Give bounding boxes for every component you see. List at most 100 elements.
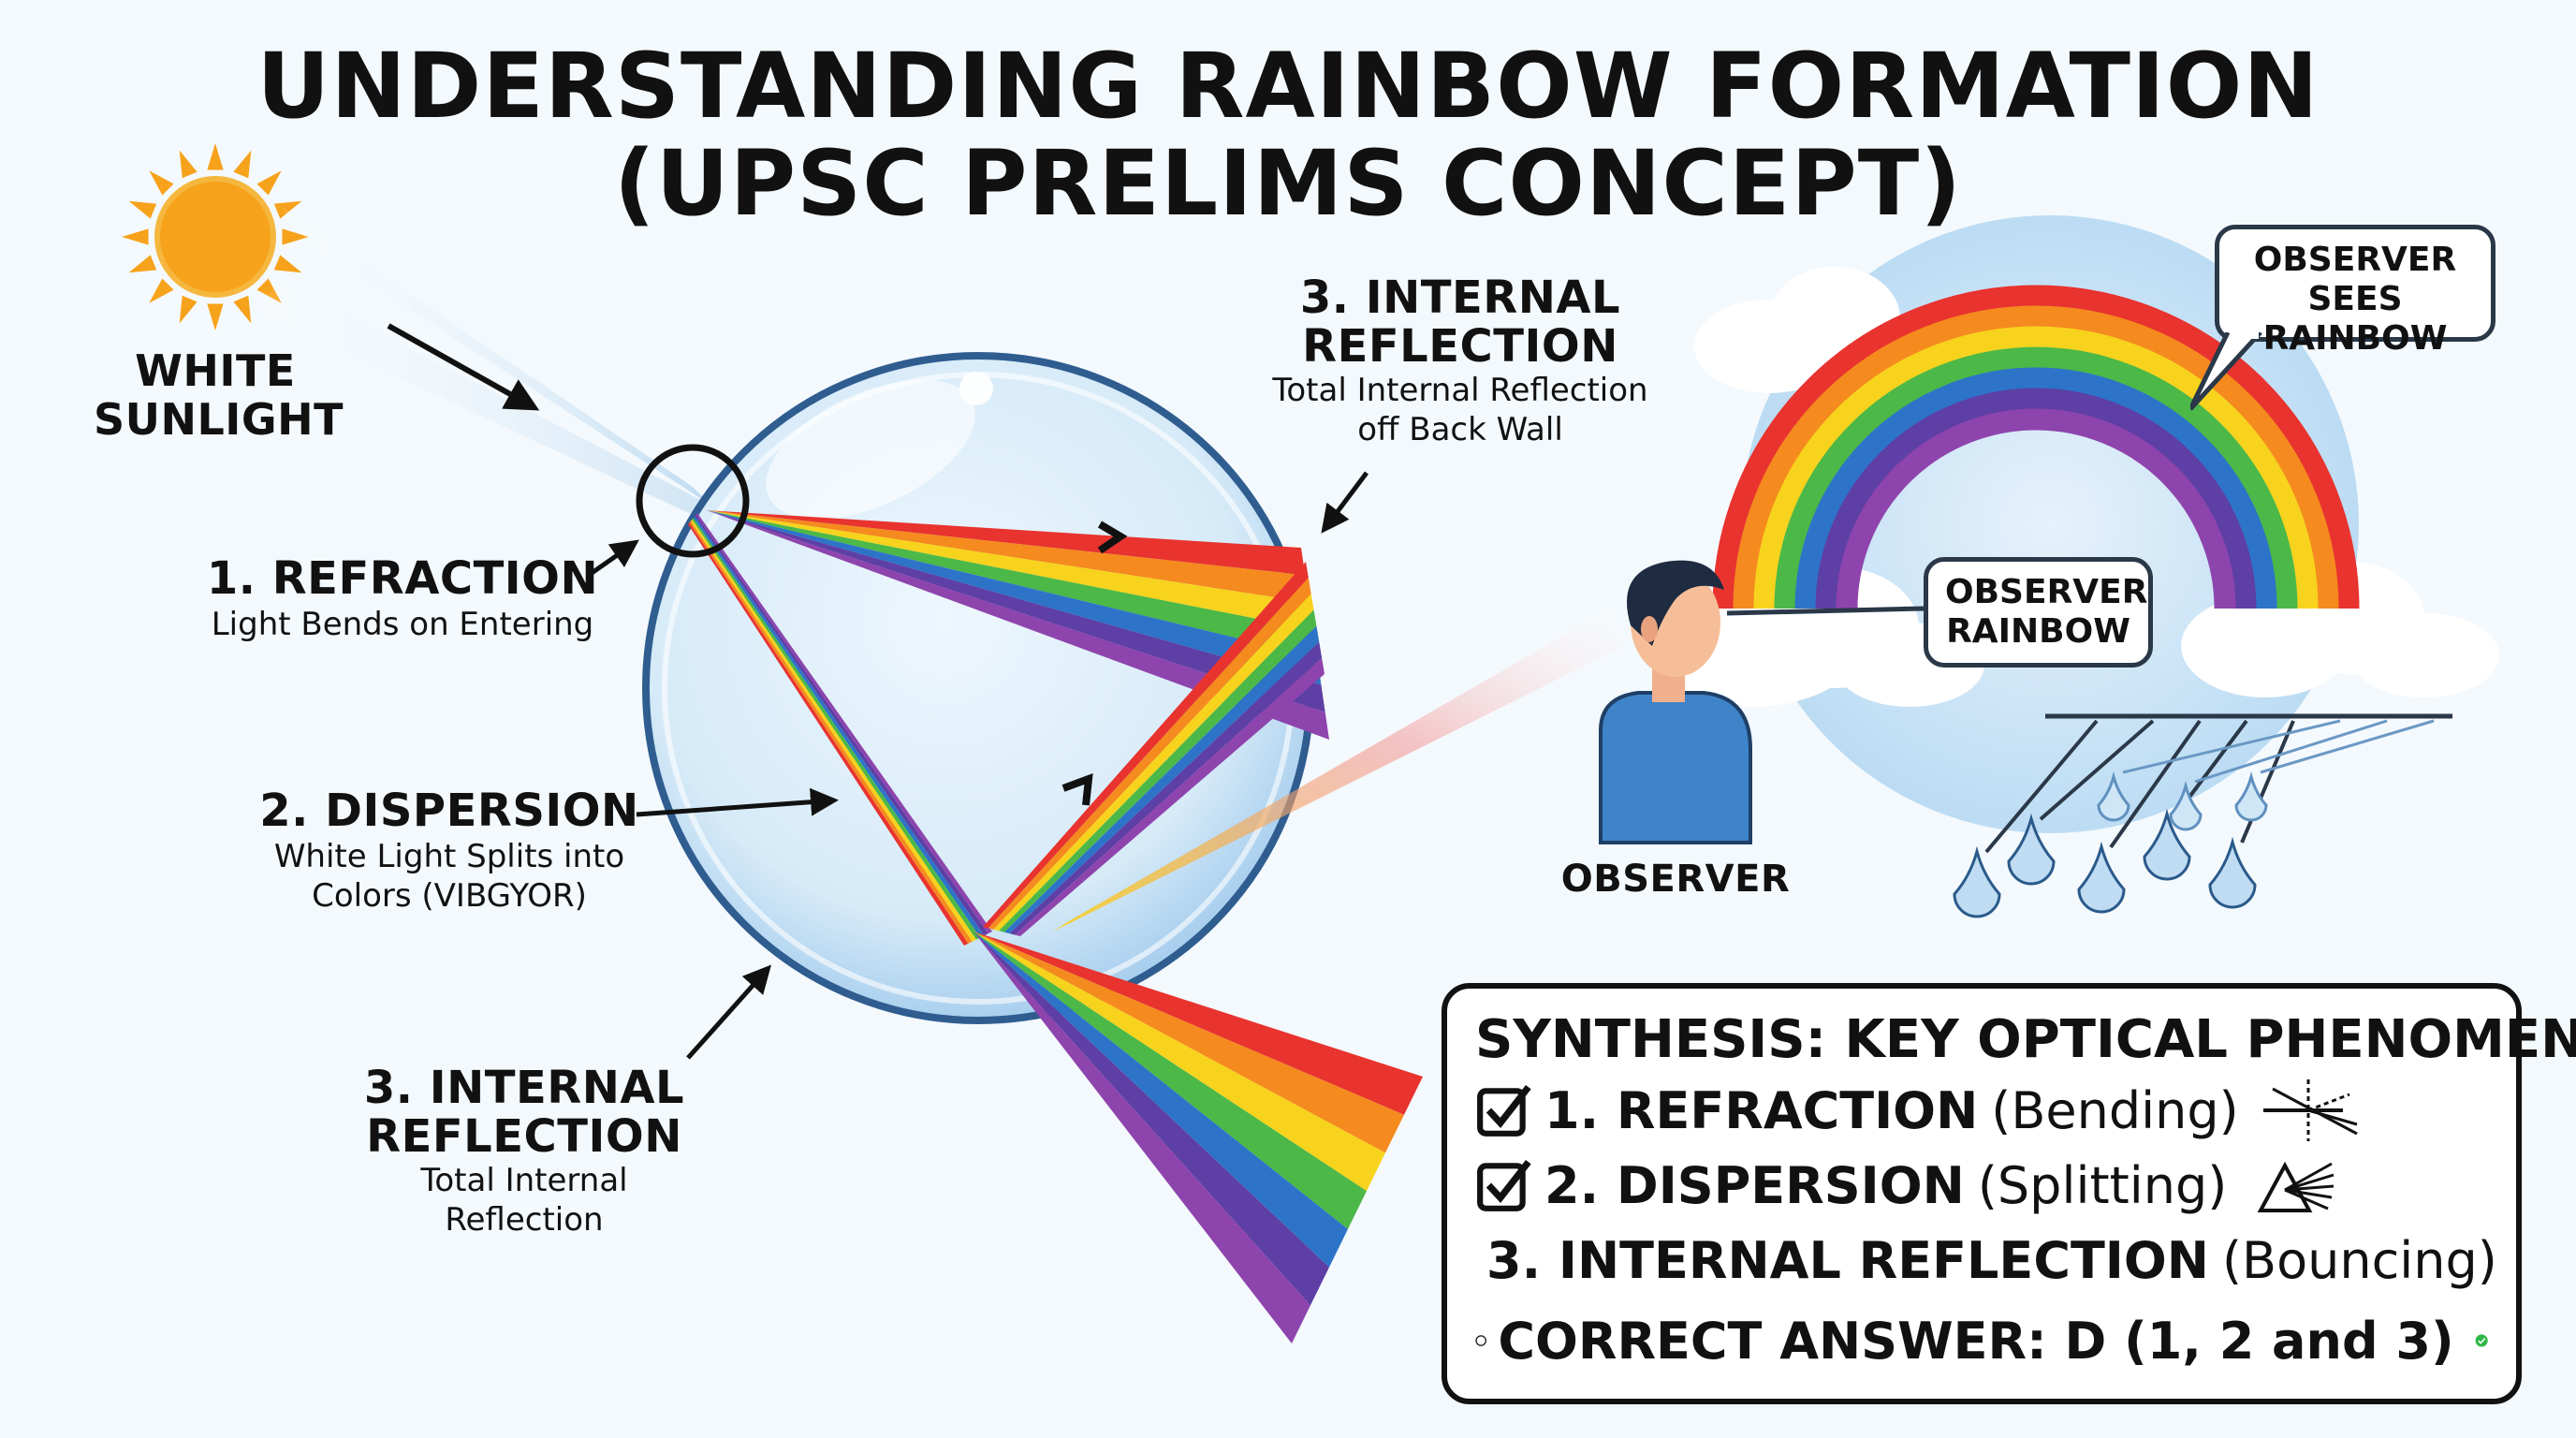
- rain-drop: [2143, 808, 2191, 881]
- refraction-arrow: [586, 539, 639, 579]
- rain-drop: [2097, 770, 2130, 822]
- direction-arrow-2: [1061, 773, 1093, 806]
- rain-drop: [1953, 845, 2001, 918]
- rainbow-band: [1733, 305, 2339, 609]
- speech-bubble-top-tail: [2190, 332, 2262, 411]
- page-title: UNDERSTANDING RAINBOW FORMATION (UPSC PR…: [0, 37, 2576, 232]
- sun-ray: [128, 200, 157, 219]
- radio-circle-icon: [1475, 1335, 1486, 1346]
- internal-reflection-arrow-bottom: [686, 964, 772, 1060]
- internal-reflection-label-top: 3. INTERNAL REFLECTION Total Internal Re…: [1272, 271, 1648, 448]
- sun-ray: [207, 143, 224, 170]
- checkbox-checked-icon: [1477, 1159, 1531, 1211]
- rain-streak: [2039, 719, 2155, 821]
- direction-arrow-1: [1097, 521, 1128, 554]
- sun-ray: [179, 150, 198, 179]
- dispersion-arrow: [636, 787, 839, 817]
- spectrum-band: [695, 513, 992, 934]
- spectrum-band: [1015, 657, 1325, 936]
- synthesis-item-dispersion: 2. DISPERSION (Splitting): [1475, 1148, 2488, 1223]
- internal-reflection-arrow-top: [1321, 471, 1368, 534]
- light-spectrum-paths: [688, 510, 1423, 1343]
- spectrum-band: [690, 519, 976, 942]
- sunlight-label: WHITE SUNLIGHT: [94, 345, 344, 445]
- rainbow-band: [1712, 285, 2360, 609]
- sun-ray: [149, 170, 174, 196]
- observer-label: OBSERVER: [1560, 858, 1791, 901]
- sun-ray: [273, 255, 302, 273]
- spectrum-band: [988, 578, 1311, 930]
- rainbow-band: [1815, 388, 2257, 609]
- spectrum-band: [707, 510, 1322, 685]
- rainbow-band: [1774, 346, 2298, 609]
- checkbox-checked-icon: [1477, 1084, 1531, 1137]
- rainbow-band: [1794, 367, 2277, 609]
- sun-ray: [256, 170, 282, 196]
- rain-drop: [2077, 841, 2126, 914]
- observer-sightline: [1726, 606, 1925, 616]
- rain-drop: [2208, 836, 2257, 909]
- spectrum-band: [707, 510, 1313, 630]
- sun-ray: [128, 255, 157, 273]
- dispersion-icon: [2258, 1161, 2334, 1212]
- correct-answer-row: CORRECT ANSWER: D (1, 2 and 3): [1475, 1298, 2488, 1384]
- rainbow-arcs: [1712, 285, 2360, 609]
- sun-icon: [122, 143, 309, 330]
- rain-drop: [2007, 813, 2056, 886]
- title-line-1: UNDERSTANDING RAINBOW FORMATION: [256, 34, 2320, 139]
- spectrum-band: [973, 932, 1348, 1268]
- rain-streak: [2194, 719, 2388, 784]
- spectrum-band: [973, 932, 1367, 1229]
- synthesis-item-refraction: 1. REFRACTION (Bending): [1475, 1073, 2488, 1148]
- rainbow-band: [1836, 408, 2236, 609]
- sun-ray: [282, 228, 309, 245]
- spectrum-band: [983, 562, 1309, 929]
- rain-streak: [2109, 719, 2202, 849]
- spectrum-band: [999, 609, 1317, 932]
- spectrum-band: [973, 932, 1329, 1306]
- internal-reflection-label-bottom: 3. INTERNAL REFLECTION Total Internal Re…: [363, 1062, 685, 1239]
- sun-ray: [122, 228, 149, 245]
- spectrum-band: [693, 516, 985, 938]
- refraction-label: 1. REFRACTION Light Bends on Entering: [206, 552, 599, 643]
- sunlight-beam: [281, 206, 711, 506]
- rainbow-band: [1753, 326, 2319, 609]
- sunlight-beam-lower: [253, 281, 711, 515]
- sun-ray: [149, 278, 174, 303]
- spectrum-band: [707, 510, 1329, 740]
- green-check-icon: [2475, 1334, 2488, 1347]
- synthesis-box: SYNTHESIS: KEY OPTICAL PHENOMENA 1. REFR…: [1442, 983, 2576, 1404]
- observer-figure: [1599, 560, 1752, 844]
- synthesis-heading: SYNTHESIS: KEY OPTICAL PHENOMENA: [1475, 1009, 2576, 1070]
- sunlight-arrow: [387, 323, 540, 411]
- speech-bubble-middle: OBSERVER RAINBOW: [1924, 557, 2153, 668]
- spectrum-band: [1003, 625, 1320, 934]
- dispersion-label: 2. DISPERSION White Light Splits into Co…: [259, 785, 639, 915]
- rain-streak: [1984, 719, 2099, 854]
- rain-streak: [2260, 719, 2435, 774]
- spectrum-band: [707, 510, 1306, 576]
- rain-streak: [2240, 720, 2295, 844]
- spectrum-band: [973, 932, 1310, 1343]
- title-line-2: (UPSC PRELIMS CONCEPT): [613, 131, 1963, 236]
- spectrum-band: [707, 510, 1325, 712]
- rain-drops: [1953, 719, 2435, 918]
- spectrum-band: [688, 522, 969, 946]
- refraction-icon: [2262, 1079, 2358, 1141]
- speech-bubble-top: OBSERVER SEES RAINBOW: [2215, 225, 2496, 358]
- spectrum-band: [973, 932, 1385, 1192]
- sun-ray: [273, 200, 302, 219]
- sun-ray: [233, 295, 252, 324]
- spectrum-band: [695, 514, 988, 936]
- spectrum-band: [1009, 641, 1323, 935]
- sun-ray: [233, 150, 252, 179]
- sun-ray: [207, 303, 224, 330]
- rain-drop: [2169, 780, 2203, 831]
- synthesis-item-internal-reflection: 3. INTERNAL REFLECTION (Bouncing): [1475, 1223, 2497, 1298]
- spectrum-band: [973, 932, 1423, 1115]
- rain-drop: [2234, 770, 2268, 822]
- sun-ray: [179, 295, 198, 324]
- spectrum-band: [707, 510, 1310, 603]
